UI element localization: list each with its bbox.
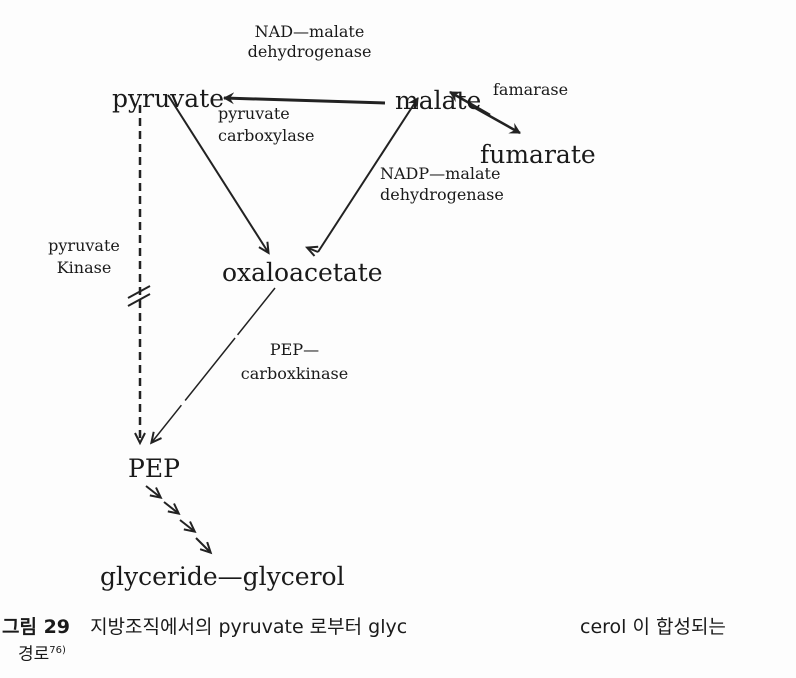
- enzyme-label-line: pyruvate: [48, 236, 120, 255]
- enzyme-label-line: NADP—malate: [380, 164, 501, 183]
- arrow-nadp-malate: [317, 97, 419, 253]
- arrow-pep-carboxykinase: [149, 287, 276, 445]
- enzyme-label-line: Kinase: [56, 258, 112, 277]
- enzyme-fumarase: famarase: [493, 80, 569, 99]
- node-fumarate: fumarate: [480, 140, 596, 169]
- enzyme-nad-malate-dehydrogenase: NAD—malate dehydrogenase: [247, 24, 372, 60]
- enzyme-label-line: carboxkinase: [240, 364, 349, 383]
- figure-caption: 그림 29 지방조직에서의 pyruvate 로부터 glyc: [2, 618, 407, 637]
- node-pep: PEP: [128, 454, 180, 483]
- arrow-pep-to-glyceride: [145, 485, 213, 555]
- caption-label: 그림 29: [2, 616, 71, 638]
- arrow-nad-malate: [223, 92, 386, 105]
- block-mark-1: [127, 285, 151, 299]
- node-oxaloacetate: oxaloacetate: [222, 258, 383, 287]
- enzyme-pyruvate-carboxylase: pyruvate carboxylase: [218, 106, 314, 144]
- caption-line2: 경로76): [18, 646, 66, 664]
- enzyme-pyruvate-kinase: pyruvate Kinase: [44, 238, 124, 276]
- arrow-nadp-malate-tail: [304, 245, 319, 257]
- caption-reference: 76): [49, 645, 66, 656]
- arrow-pyruvate-carboxylase: [167, 94, 270, 255]
- enzyme-label-line: carboxylase: [218, 126, 315, 145]
- enzyme-label-line: dehydrogenase: [247, 42, 372, 61]
- enzyme-label-line: dehydrogenase: [380, 185, 504, 204]
- caption-text-a: 지방조직에서의 pyruvate 로부터 glyc: [90, 616, 408, 638]
- enzyme-label-line: pyruvate: [218, 104, 290, 123]
- node-glyceride-glycerol: glyceride—glycerol: [100, 562, 345, 591]
- arrow-fumarase-back: [449, 90, 491, 117]
- node-pyruvate: pyruvate: [112, 84, 225, 113]
- enzyme-pep-carboxykinase: PEP— carboxkinase: [232, 342, 357, 382]
- block-mark-2: [127, 293, 151, 307]
- caption-text-line2: 경로: [18, 644, 50, 665]
- node-malate: malate: [395, 86, 482, 115]
- enzyme-label-line: PEP—: [269, 340, 320, 359]
- enzyme-label-line: NAD—malate: [254, 22, 365, 41]
- caption-text-b: cerol 이 합성되는: [580, 616, 726, 638]
- enzyme-nadp-malate-dehydrogenase: NADP—malate dehydrogenase: [380, 166, 504, 203]
